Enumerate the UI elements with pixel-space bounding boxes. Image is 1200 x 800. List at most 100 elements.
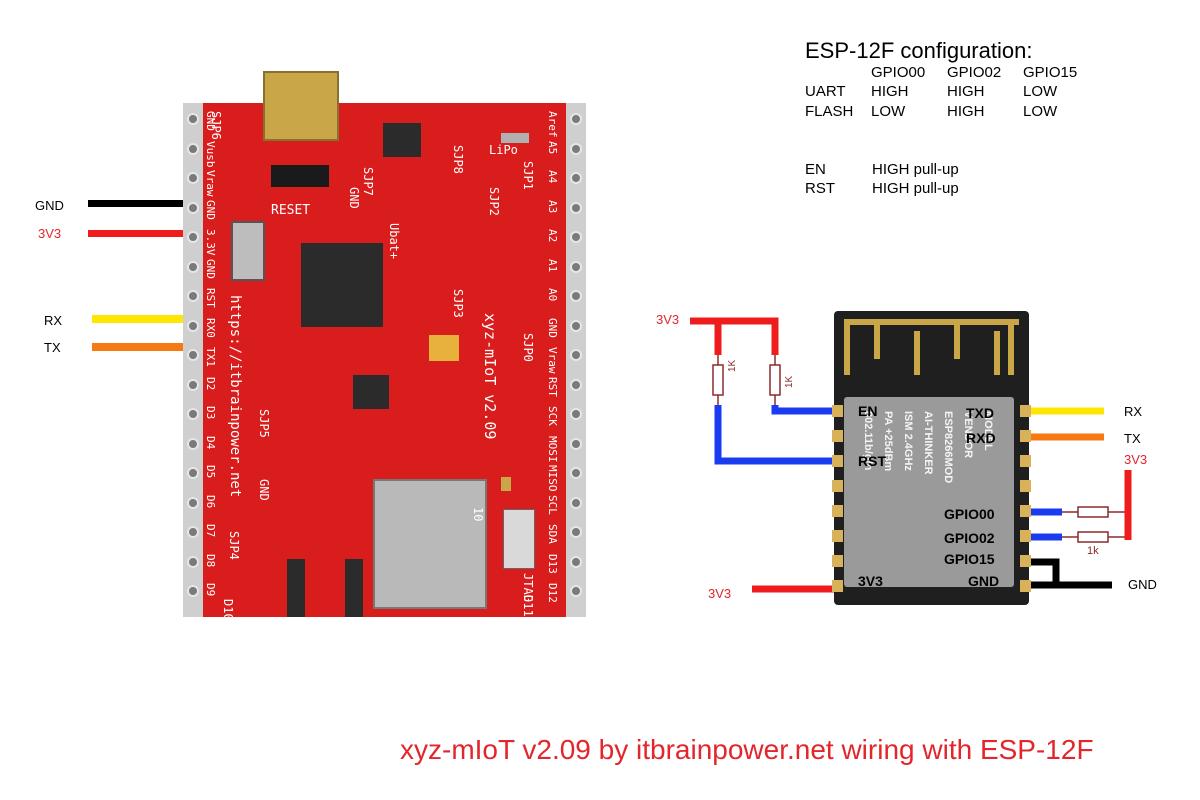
antenna-trace-l [844,319,850,375]
atmel-mcu [301,243,383,327]
wire-tx [92,343,188,351]
left-header-pin [187,467,199,479]
right-header-pin [570,585,582,597]
wire-3v3 [88,230,188,237]
right-header-pin [570,378,582,391]
esp-pad-left [832,480,843,492]
right-header-pin [570,142,582,155]
left-header-pin [187,319,199,332]
left-header-pin [187,113,199,125]
wire-rx [92,315,188,323]
resistor-left-2 [769,364,781,396]
right-header-pin [570,172,582,184]
right-header-pin [570,555,582,568]
wire-top-3v3-right [690,317,779,355]
net-label-gnd: GND [1128,577,1157,592]
left-header-pin [187,290,199,302]
esp-label-gnd: GND [968,573,1000,589]
left-header-pin [187,408,199,420]
config-row-flash-gpio15: LOW [1023,103,1058,120]
esp-pad-left [832,530,843,542]
wire-label-rx: RX [44,313,63,328]
esp-pad-left [832,555,843,567]
right-header-pin [570,467,582,479]
silk-lipo: LiPo [489,143,518,157]
config-row-uart-gpio15: LOW [1023,83,1058,100]
esp-label-gpio15: GPIO15 [944,551,995,567]
antenna-trace-4 [954,319,960,359]
accel-chip [353,375,389,409]
battery-connector [287,559,305,617]
config-col-gpio15: GPIO15 [1023,64,1078,81]
esp-label-gpio02: GPIO02 [944,530,995,546]
wire-label-tx: TX [44,340,61,355]
lipo-connector [501,133,529,143]
esp-pad-right [1020,555,1031,567]
left-header-pin [187,437,199,450]
right-header-pin [570,526,582,538]
config-col-gpio00: GPIO00 [871,64,926,81]
usb-connector [263,71,339,141]
esp-pad-right [1020,405,1031,417]
wire-label-gnd: GND [35,198,64,213]
right-header-pin [570,408,582,420]
reset-button[interactable] [231,221,265,281]
net-label-right-3v3: 3V3 [1124,452,1148,467]
config-row-uart-gpio00: HIGH [871,83,909,100]
esp-pad-right [1020,505,1031,517]
esp-pad-right [1020,480,1031,492]
right-header-pin [570,496,582,509]
left-header-pin [187,231,199,243]
tantalum-capacitor [429,335,459,361]
left-header-pin [187,142,199,155]
antenna-trace-5 [994,331,1000,375]
wire-en [771,405,834,415]
esp-pad-left [832,405,843,417]
left-header-pin [187,526,199,538]
config-row-uart-mode: UART [805,83,846,100]
config-title: ESP-12F configuration: [805,38,1033,63]
esp-pad-right [1020,430,1031,442]
esp-pad-left [832,505,843,517]
right-header-pin [570,437,582,450]
left-header-pin [187,585,199,597]
antenna-trace [844,319,1019,325]
config-pullup-en-pin: EN [805,161,826,178]
jtag-header [503,509,535,569]
right-header-pin [570,260,582,273]
antenna-trace-2 [874,319,880,359]
wire-gnd [88,200,188,207]
config-pullup-en-value: HIGH pull-up [872,161,959,178]
esp-shield-line: AI-THINKER [922,411,934,475]
config-row-flash-gpio00: LOW [871,103,906,120]
resistor-left-1 [712,364,724,396]
left-header-pin [187,378,199,391]
wire-rst [714,405,834,465]
esp-pad-right [1020,455,1031,467]
wire-gpio15-gnd [1029,558,1060,585]
esp-pad-right [1020,580,1031,592]
esp-pad-left [832,580,843,592]
net-label-tx: TX [1124,431,1141,446]
left-header-pin [187,349,199,361]
usb-header-chip [271,165,329,187]
left-header-pin [187,201,199,214]
esp-label-en: EN [858,403,878,419]
left-header-pin [187,260,199,273]
esp-label-gpio00: GPIO00 [944,506,995,522]
esp-label-rst: RST [858,453,886,469]
esp-pad-left [832,430,843,442]
right-header-pin [570,201,582,214]
esp-shield-line: ESP8266MOD [942,411,954,484]
diagram-caption: xyz-mIoT v2.09 by itbrainpower.net wirin… [400,734,1094,765]
config-row-uart-gpio02: HIGH [947,83,985,100]
right-header-pin [570,290,582,302]
wire-label-3v3: 3V3 [38,226,62,241]
sim-holder [373,479,487,609]
esp-label-rxd: RXD [966,430,996,446]
resistor-gpio00 [1077,506,1109,518]
antenna-trace-r [1008,319,1014,375]
resistor-left-1-value: 1K [727,359,738,372]
esp-shield [844,397,1014,587]
